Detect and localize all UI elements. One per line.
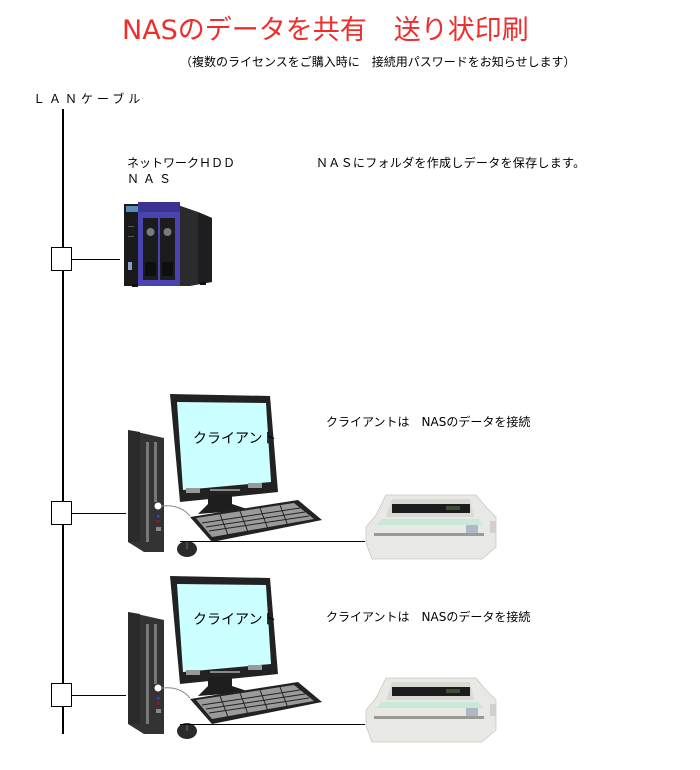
client-1-connection-line	[72, 513, 126, 515]
lan-cable-line	[62, 109, 64, 734]
lan-cable-label: ＬＡＮケーブル	[33, 92, 145, 106]
client-2-description: クライアントは NASのデータを接続	[326, 610, 531, 624]
dot-matrix-printer-icon	[365, 677, 497, 743]
client-1-description: クライアントは NASのデータを接続	[326, 415, 531, 429]
dot-matrix-printer-icon	[365, 494, 497, 560]
desktop-computer-icon	[128, 394, 322, 557]
nas-device-icon	[124, 202, 212, 287]
desktop-computer-icon	[128, 576, 322, 739]
page-subtitle: （複数のライセンスをご購入時に 接続用パスワードをお知らせします）	[180, 55, 576, 69]
client-2-screen-label: クライアント	[193, 612, 277, 628]
printer-1-cable	[180, 541, 365, 543]
client-2-connection-line	[72, 695, 126, 697]
nas-label-line1: ネットワークＨＤＤ	[127, 156, 236, 170]
nas-description: ＮＡＳにフォルダを作成しデータを保存します。	[316, 156, 586, 170]
nas-connection-line	[72, 259, 120, 261]
junction-box-nas	[51, 247, 72, 271]
junction-box-client-1	[51, 501, 72, 525]
nas-label-line2: ＮＡＳ	[127, 172, 176, 186]
client-1-screen-label: クライアント	[193, 431, 277, 447]
printer-2-cable	[180, 724, 365, 726]
junction-box-client-2	[51, 683, 72, 707]
page-title: NASのデータを共有 送り状印刷	[122, 15, 529, 46]
